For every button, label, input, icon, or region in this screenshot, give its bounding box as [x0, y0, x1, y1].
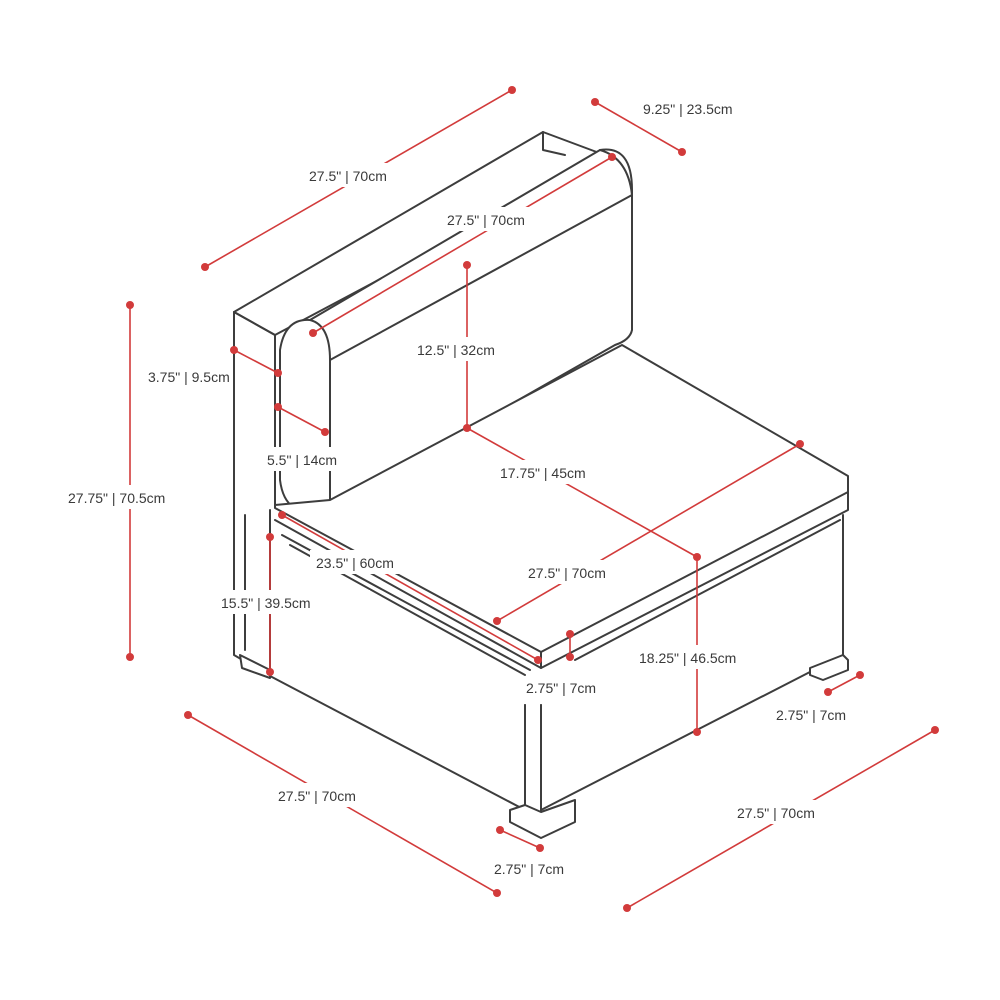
label-seat-depth: 17.75" | 45cm — [500, 465, 586, 481]
dim-dot — [126, 301, 134, 309]
dim-line-back-cushion-length — [312, 156, 613, 334]
label-back-depth: 9.25" | 23.5cm — [643, 101, 733, 117]
label-leg-right: 2.75" | 7cm — [776, 707, 846, 723]
seat-cushion-left-edge — [274, 519, 542, 669]
label-back-cushion-depth: 5.5" | 14cm — [267, 452, 337, 468]
label-inner-depth: 23.5" | 60cm — [316, 555, 394, 571]
dimension-labels: 27.5" | 70cm 9.25" | 23.5cm 27.5" | 70cm… — [62, 101, 848, 877]
dim-line-back-depth — [594, 101, 683, 153]
dim-dot — [623, 904, 631, 912]
label-bg — [215, 590, 370, 614]
label-bg — [730, 800, 848, 824]
dim-dot — [493, 617, 501, 625]
label-cushion-thickness: 2.75" | 7cm — [526, 680, 596, 696]
dim-line-seat-depth — [466, 427, 698, 558]
base-front-corner — [524, 704, 542, 821]
seat-cushion — [274, 344, 849, 653]
dim-dot — [931, 726, 939, 734]
front-leg — [509, 799, 576, 839]
dim-dot — [536, 844, 544, 852]
dim-dot — [608, 153, 616, 161]
dim-dot — [274, 369, 282, 377]
right-leg — [809, 654, 849, 681]
dim-line-seat-width — [496, 443, 801, 622]
label-bg — [262, 447, 367, 471]
dim-dot — [266, 533, 274, 541]
dim-dot — [534, 656, 542, 664]
dim-dot — [321, 428, 329, 436]
dim-dot — [693, 728, 701, 736]
left-leg — [239, 654, 271, 679]
label-bg — [440, 207, 558, 231]
dim-line-arm-thickness — [233, 349, 279, 374]
dim-dot — [824, 688, 832, 696]
dim-dot — [201, 263, 209, 271]
label-arm-thickness: 3.75" | 9.5cm — [148, 369, 230, 385]
label-base-right: 27.5" | 70cm — [737, 805, 815, 821]
sofa-chair-outline — [233, 131, 849, 839]
label-bg — [635, 645, 770, 669]
dim-dot — [508, 86, 516, 94]
dim-dot — [463, 261, 471, 269]
dim-dot — [266, 668, 274, 676]
label-bg — [300, 163, 418, 187]
label-back-cushion-length: 27.5" | 70cm — [447, 212, 525, 228]
back-cushion-top-seam — [329, 194, 633, 361]
dim-dot — [566, 630, 574, 638]
dim-dot — [493, 889, 501, 897]
label-seat-width: 27.5" | 70cm — [528, 565, 606, 581]
dim-dot — [678, 148, 686, 156]
back-cushion — [279, 148, 633, 513]
label-bg — [310, 550, 425, 574]
backrest-side-inner — [233, 311, 276, 506]
dim-dot — [566, 653, 574, 661]
dim-line-back-cushion-depth — [277, 406, 326, 433]
dim-dot — [591, 98, 599, 106]
label-base-left: 27.5" | 70cm — [278, 788, 356, 804]
dim-dot — [309, 329, 317, 337]
dim-line-leg-front — [499, 829, 541, 849]
label-back-cushion-height: 12.5" | 32cm — [417, 342, 495, 358]
dim-line-inner-depth — [281, 514, 539, 661]
label-bg — [270, 783, 388, 807]
dim-dot — [856, 671, 864, 679]
label-seat-height: 15.5" | 39.5cm — [221, 595, 311, 611]
label-bg — [522, 560, 640, 584]
label-bg — [495, 460, 615, 484]
label-bg — [410, 337, 525, 361]
label-overall-height: 27.75" | 70.5cm — [68, 490, 165, 506]
back-cushion-fold — [599, 149, 633, 196]
dim-dot — [184, 711, 192, 719]
label-front-height: 18.25" | 46.5cm — [639, 650, 736, 666]
dim-dot — [278, 511, 286, 519]
label-leg-front: 2.75" | 7cm — [494, 861, 564, 877]
dim-dot — [126, 653, 134, 661]
dim-line-leg-right — [827, 674, 861, 693]
dim-dot — [274, 403, 282, 411]
base-right-rail — [574, 519, 841, 661]
dim-dot — [496, 826, 504, 834]
dim-dot — [796, 440, 804, 448]
dim-dot — [230, 346, 238, 354]
label-bg — [62, 485, 202, 509]
backrest-top-right — [542, 131, 566, 156]
label-back-top-length: 27.5" | 70cm — [309, 168, 387, 184]
